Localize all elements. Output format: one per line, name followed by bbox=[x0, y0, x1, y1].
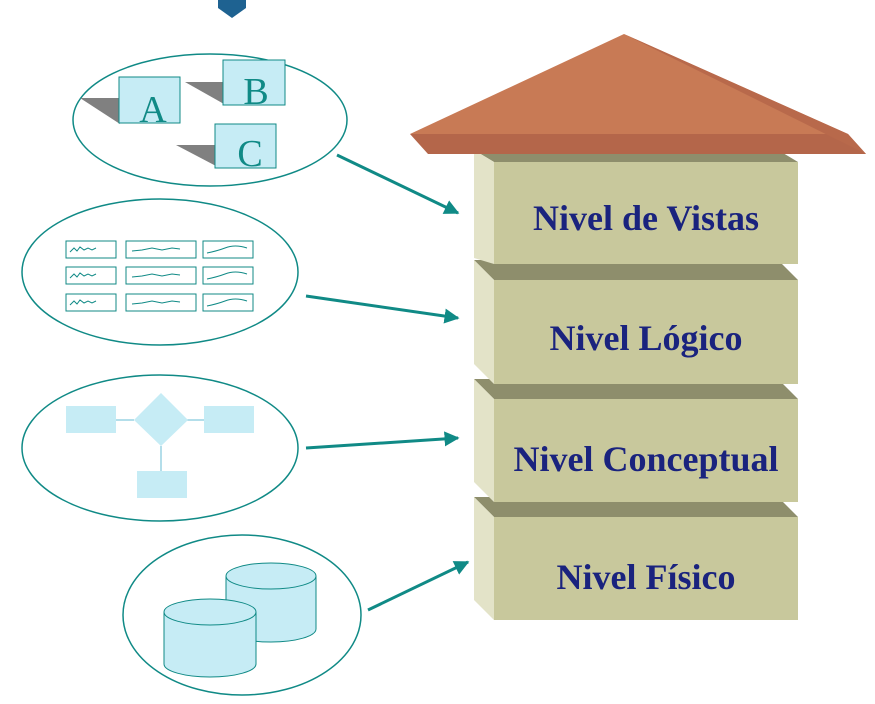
er-entity-right bbox=[204, 406, 254, 433]
record-cell bbox=[125, 266, 197, 285]
level-block-fisico: Nivel Físico bbox=[474, 497, 798, 620]
view-box-c: C bbox=[176, 123, 277, 175]
level-block-logico-side bbox=[474, 260, 494, 384]
record-cell-squiggle bbox=[131, 273, 181, 278]
views-illustration: A B C bbox=[72, 53, 348, 187]
arrow-conceptual-to-conceptual bbox=[305, 431, 460, 450]
level-label-conceptual: Nivel Conceptual bbox=[514, 439, 779, 479]
level-block-vistas-side bbox=[474, 150, 494, 264]
view-box-a-shadow bbox=[80, 98, 120, 124]
level-block-conceptual-side bbox=[474, 379, 494, 502]
conceptual-illustration bbox=[21, 374, 299, 522]
record-cell-frame bbox=[202, 266, 254, 285]
roof bbox=[410, 34, 866, 154]
database-cylinder-front-body bbox=[163, 612, 257, 678]
view-box-b: B bbox=[185, 59, 286, 113]
record-cell-squiggle bbox=[69, 299, 97, 306]
record-cell-squiggle bbox=[131, 247, 181, 252]
roof-top-face bbox=[410, 34, 848, 134]
database-cylinder-front bbox=[163, 598, 257, 678]
record-cell bbox=[202, 266, 254, 285]
title-fragment-shape bbox=[218, 0, 246, 18]
record-cell bbox=[65, 266, 117, 285]
arrow-views-to-vistas bbox=[336, 153, 460, 215]
level-block-logico: Nivel Lógico bbox=[474, 260, 798, 384]
level-label-logico: Nivel Lógico bbox=[550, 318, 743, 358]
er-entity-bottom bbox=[137, 471, 187, 498]
record-cell-frame bbox=[202, 293, 254, 312]
level-block-fisico-front bbox=[494, 517, 798, 620]
record-cell bbox=[65, 240, 117, 259]
entity-relationship-icon bbox=[66, 393, 254, 498]
record-cell-squiggle bbox=[69, 246, 97, 253]
level-block-vistas-front bbox=[494, 162, 798, 264]
roof-front-face bbox=[410, 134, 866, 154]
record-cell-squiggle bbox=[206, 245, 248, 254]
roof-slope-highlight bbox=[624, 34, 866, 154]
physical-illustration bbox=[122, 534, 362, 696]
level-block-vistas: Nivel de Vistas bbox=[474, 150, 798, 264]
record-cell-squiggle bbox=[131, 300, 181, 305]
level-label-vistas: Nivel de Vistas bbox=[533, 198, 759, 238]
record-cell bbox=[125, 293, 197, 312]
record-cell-frame bbox=[202, 240, 254, 259]
record-cell bbox=[202, 293, 254, 312]
record-cell bbox=[125, 240, 197, 259]
database-cylinder-front-top bbox=[163, 598, 257, 626]
arrow-logical-to-logico bbox=[305, 294, 460, 324]
level-block-logico-front bbox=[494, 280, 798, 384]
arrow-physical-to-fisico bbox=[367, 560, 470, 612]
view-box-b-rect bbox=[222, 59, 286, 106]
record-cell bbox=[202, 240, 254, 259]
record-cell-squiggle bbox=[69, 272, 97, 279]
view-box-a: A bbox=[80, 76, 181, 131]
view-box-a-rect bbox=[118, 76, 181, 124]
level-label-fisico: Nivel Físico bbox=[557, 557, 736, 597]
tower-building: Nivel Físico Nivel Conceptual Nivel Lógi… bbox=[410, 34, 866, 620]
view-box-b-shadow bbox=[185, 82, 224, 104]
er-relationship-diamond bbox=[134, 393, 188, 446]
view-box-a-letter: A bbox=[139, 89, 167, 131]
record-cell-squiggle bbox=[206, 298, 248, 307]
record-cell-squiggle bbox=[206, 271, 248, 280]
record-table-grid-icon bbox=[65, 240, 254, 312]
database-cylinder-back-top bbox=[225, 562, 317, 590]
view-box-c-rect bbox=[214, 123, 277, 169]
level-block-logico-top bbox=[474, 260, 798, 280]
view-box-c-shadow bbox=[176, 145, 216, 166]
view-box-c-letter: C bbox=[237, 133, 262, 175]
connector-arrows bbox=[305, 153, 470, 612]
database-cylinders-icon bbox=[163, 562, 317, 678]
level-block-conceptual-front bbox=[494, 399, 798, 502]
er-entity-left bbox=[66, 406, 116, 433]
level-block-conceptual: Nivel Conceptual bbox=[474, 379, 798, 502]
view-box-b-letter: B bbox=[243, 71, 268, 113]
logical-illustration bbox=[21, 198, 299, 346]
level-block-fisico-side bbox=[474, 497, 494, 620]
record-cell bbox=[65, 293, 117, 312]
